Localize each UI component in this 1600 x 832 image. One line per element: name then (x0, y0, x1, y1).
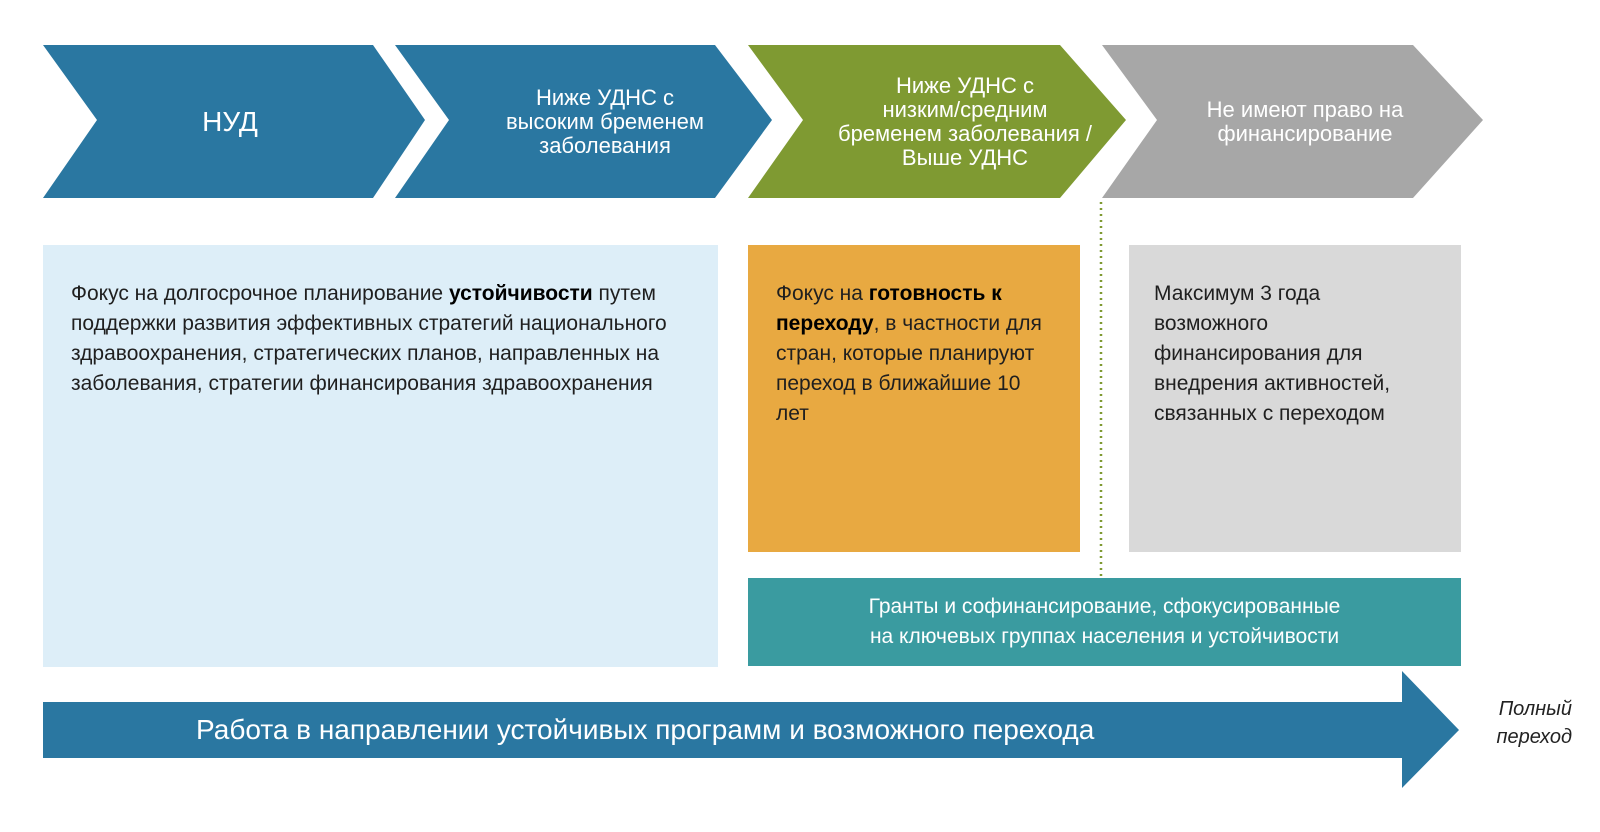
chevron-nud: НУД (120, 60, 340, 184)
grants-banner-text: Гранты и софинансирование, сфокусированн… (748, 592, 1461, 652)
text-bold: устойчивости (448, 282, 593, 305)
full-transition-label: Полный переход (1462, 695, 1572, 751)
banner-line: Гранты и софинансирование, сфокусированн… (868, 595, 1341, 618)
chevron-below-low-burden: Ниже УДНС с низким/средним бременем забо… (815, 60, 1115, 184)
end-label-line: переход (1496, 726, 1572, 748)
chevron-line: высоким бременем (505, 109, 705, 134)
text-segment: путем поддержки развития эффективных стр… (71, 282, 667, 395)
chevron-below-high-burden-shape (395, 45, 772, 198)
chevron-line: Не имеют право на (1206, 97, 1404, 122)
max-funding-text: Максимум 3 года возможного финансировани… (1154, 282, 1391, 425)
banner-line: на ключевых группах населения и устойчив… (869, 625, 1340, 648)
chevron-line: бременем заболевания / (837, 121, 1093, 146)
chevron-line: Выше УДНС (901, 145, 1029, 170)
chevron-below-high-burden: Ниже УДНС с высоким бременем заболевания (470, 60, 740, 184)
chevron-not-eligible: Не имеют право на финансирование (1175, 60, 1435, 184)
readiness-focus-text: Фокус на готовность к переходу, в частно… (776, 279, 1058, 429)
chevron-below-low-burden-shape (748, 45, 1126, 198)
readiness-focus-box: Фокус на готовность к переходу, в частно… (748, 245, 1080, 552)
chevron-line: Ниже УДНС с (895, 73, 1034, 98)
text-segment: , в частности для стран, которые планиру… (776, 312, 1042, 425)
sustainability-focus-box: Фокус на долгосрочное планирование устой… (43, 245, 718, 667)
text-segment: Фокус на долгосрочное планирование (71, 282, 449, 305)
chevron-nud-label: НУД (202, 106, 258, 137)
grants-banner: Гранты и софинансирование, сфокусированн… (748, 578, 1461, 666)
text-segment: Фокус на (776, 282, 869, 305)
chevron-line: низким/средним (882, 97, 1048, 122)
max-funding-box: Максимум 3 года возможного финансировани… (1129, 245, 1461, 552)
end-label-line: Полный (1498, 698, 1572, 720)
chevron-line: заболевания (539, 133, 671, 158)
chevron-line: финансирование (1217, 121, 1393, 146)
sustainability-focus-text: Фокус на долгосрочное планирование устой… (71, 279, 692, 399)
chevron-not-eligible-shape (1102, 45, 1483, 198)
chevron-nud-shape (43, 45, 425, 198)
bottom-arrow-shape (43, 671, 1459, 788)
chevron-line: Ниже УДНС с (535, 85, 674, 110)
bottom-arrow-label: Работа в направлении устойчивых программ… (196, 714, 1095, 745)
text-bold: готовность к переходу (776, 282, 1002, 335)
